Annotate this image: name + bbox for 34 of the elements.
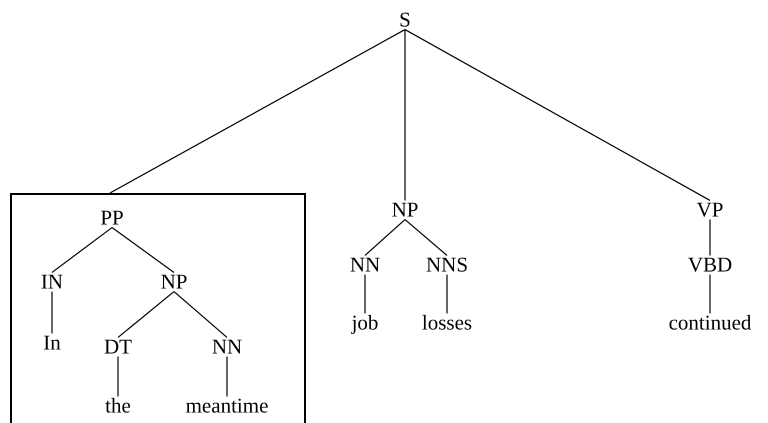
word-label: losses (422, 311, 472, 335)
tree-branch (110, 29, 406, 194)
word-label: job (352, 311, 378, 335)
tree-branch (112, 227, 174, 273)
tree-branch (51, 292, 53, 334)
category-label: NP (160, 270, 188, 294)
word-label: In (43, 331, 61, 355)
tree-branch (709, 274, 711, 314)
category-label: S (399, 8, 411, 32)
category-label: NN (212, 335, 242, 359)
category-label: VBD (688, 253, 732, 277)
tree-branch (364, 274, 366, 314)
category-label: NNS (426, 253, 468, 277)
word-label: meantime (186, 394, 268, 418)
tree-branch (364, 219, 406, 256)
tree-branch (52, 227, 112, 273)
tree-branch (446, 274, 448, 314)
category-label: PP (100, 206, 124, 230)
tree-branch (226, 356, 228, 396)
tree-branch (404, 30, 406, 200)
tree-branch (117, 356, 119, 396)
tree-branch (709, 220, 711, 256)
category-label: DT (104, 335, 132, 359)
tree-branch (404, 29, 710, 201)
tree-branch (404, 219, 448, 256)
word-label: continued (668, 311, 752, 335)
bracket-frame (10, 193, 306, 423)
category-label: NP (392, 198, 418, 222)
category-label: VP (696, 198, 724, 222)
tree-branch (118, 291, 174, 338)
category-label: IN (40, 270, 64, 294)
tree-branch (174, 291, 228, 338)
category-label: NN (350, 253, 380, 277)
word-label: the (105, 394, 131, 418)
